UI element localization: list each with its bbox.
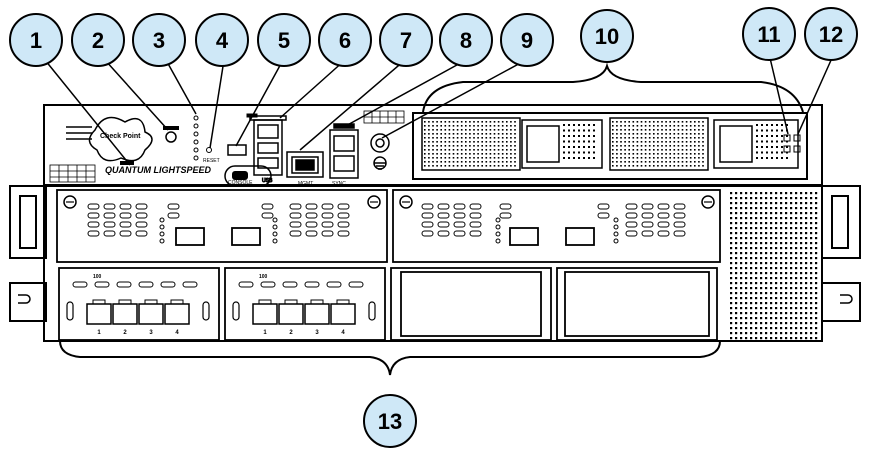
callout-number: 11 <box>757 22 780 47</box>
reset-button[interactable]: RESET <box>203 147 220 165</box>
callout-3: 3 <box>132 13 186 67</box>
callout-13: 13 <box>363 394 417 448</box>
sfp-port-number: 3 <box>149 330 153 336</box>
sfp-port-number: 4 <box>341 330 345 336</box>
network-module-top-left[interactable] <box>56 189 388 263</box>
mgmt-port[interactable] <box>286 151 324 178</box>
callout-7: 7 <box>379 13 433 67</box>
callout-10: 10 <box>580 9 634 63</box>
top-grille <box>363 110 405 124</box>
callout-number: 3 <box>153 28 165 53</box>
mgmt-label: MGMT <box>298 181 313 187</box>
psu-2[interactable] <box>609 117 799 171</box>
sfp-port[interactable]: 4 <box>164 299 190 336</box>
status-leds <box>193 115 199 161</box>
power-supply-bay <box>412 112 808 180</box>
callout-9: 9 <box>500 13 554 67</box>
usb-ports[interactable] <box>249 115 287 176</box>
callout-number: 10 <box>595 24 619 49</box>
brand-name: Check Point <box>100 133 141 140</box>
callout-1: 1 <box>9 13 63 67</box>
sfp-port[interactable]: 3 <box>304 299 330 336</box>
callout-6: 6 <box>318 13 372 67</box>
sfp-port[interactable]: 2 <box>278 299 304 336</box>
network-module-top-right[interactable] <box>392 189 721 263</box>
sfp-port-number: 1 <box>263 330 267 336</box>
psu-1[interactable] <box>421 117 603 171</box>
callout-number: 1 <box>30 28 42 53</box>
psu-vents <box>424 121 788 167</box>
callout-number: 9 <box>521 28 533 53</box>
callout-4: 4 <box>195 13 249 67</box>
sync-label: SYNC <box>332 181 346 187</box>
sfp-port[interactable]: 4 <box>330 299 356 336</box>
network-module-blank-4[interactable] <box>556 267 718 341</box>
module-details: 100 1 2 3 4 100 1 2 3 4 <box>63 195 715 336</box>
callout-2: 2 <box>71 13 125 67</box>
callout-5: 5 <box>257 13 311 67</box>
callout-8: 8 <box>439 13 493 67</box>
leader-lines <box>44 57 833 166</box>
rack-ear-holes <box>18 294 853 304</box>
reset-label: RESET <box>203 158 220 164</box>
chassis <box>9 104 861 342</box>
console-label: CONSOLE <box>228 180 253 186</box>
callout-11: 11 <box>742 7 796 61</box>
sfp-port-number: 1 <box>97 330 101 336</box>
network-module-bottom-2[interactable] <box>224 267 386 341</box>
callout-number: 5 <box>278 28 290 53</box>
model-bar <box>120 161 134 165</box>
model-name: QUANTUM LIGHTSPEED <box>105 165 212 175</box>
ground-screw <box>370 133 390 170</box>
callout-number: 8 <box>460 28 472 53</box>
sfp-port-number: 2 <box>289 330 293 336</box>
psu-led-12 <box>793 134 801 153</box>
psu-led-11 <box>783 134 791 153</box>
callout-number: 7 <box>400 28 412 53</box>
power-button[interactable] <box>163 126 179 143</box>
svg-text:USB: USB <box>262 178 273 184</box>
sfp-port-number: 2 <box>123 330 127 336</box>
callout-number: 4 <box>216 28 229 53</box>
callout-number: 12 <box>819 22 843 47</box>
sfp-port[interactable]: 3 <box>138 299 164 336</box>
sfp-port-number: 4 <box>175 330 179 336</box>
network-module-bottom-1[interactable] <box>58 267 220 341</box>
callout-12: 12 <box>804 7 858 61</box>
vent-slots-left <box>66 126 92 140</box>
bottom-grille <box>49 164 96 183</box>
sync-port[interactable] <box>329 123 359 179</box>
callout-number: 13 <box>378 409 402 434</box>
sfp-port[interactable]: 1 <box>86 299 112 336</box>
side-grille <box>730 192 818 340</box>
console-port[interactable]: CONSOLE <box>224 144 272 187</box>
brand-logo: Check Point <box>88 116 153 162</box>
sfp-port[interactable]: 1 <box>252 299 278 336</box>
callout-number: 2 <box>92 28 104 53</box>
bracket-13 <box>59 340 721 376</box>
module-card-label: 100 <box>259 274 268 280</box>
sfp-port-number: 3 <box>315 330 319 336</box>
sfp-port[interactable]: 2 <box>112 299 138 336</box>
network-module-blank-3[interactable] <box>390 267 552 341</box>
callout-number: 6 <box>339 28 351 53</box>
module-card-label: 100 <box>93 274 102 280</box>
